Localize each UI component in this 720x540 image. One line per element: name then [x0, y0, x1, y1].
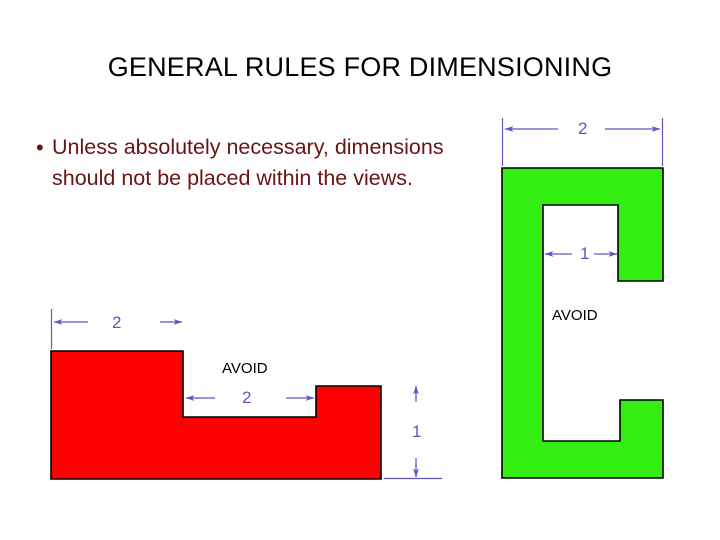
red-dimension-label-top: 2 — [112, 313, 122, 332]
bullet-marker-icon: • — [36, 135, 44, 160]
bullet-text: Unless absolutely necessary, dimensions … — [52, 135, 444, 190]
green-avoid-caption: AVOID — [552, 307, 598, 324]
page-title: GENERAL RULES FOR DIMENSIONING — [107, 52, 613, 82]
bullet-list: • Unless absolutely necessary, dimension… — [30, 132, 490, 194]
green-dimension-label-inner: 1 — [580, 244, 590, 263]
list-item: • Unless absolutely necessary, dimension… — [30, 132, 490, 194]
red-step-shape — [50, 350, 382, 480]
red-avoid-caption: AVOID — [222, 360, 268, 377]
red-dimension-label-right: 1 — [412, 422, 422, 441]
green-dimension-label-top: 2 — [578, 119, 588, 138]
red-dimension-label-inner: 2 — [242, 388, 252, 407]
